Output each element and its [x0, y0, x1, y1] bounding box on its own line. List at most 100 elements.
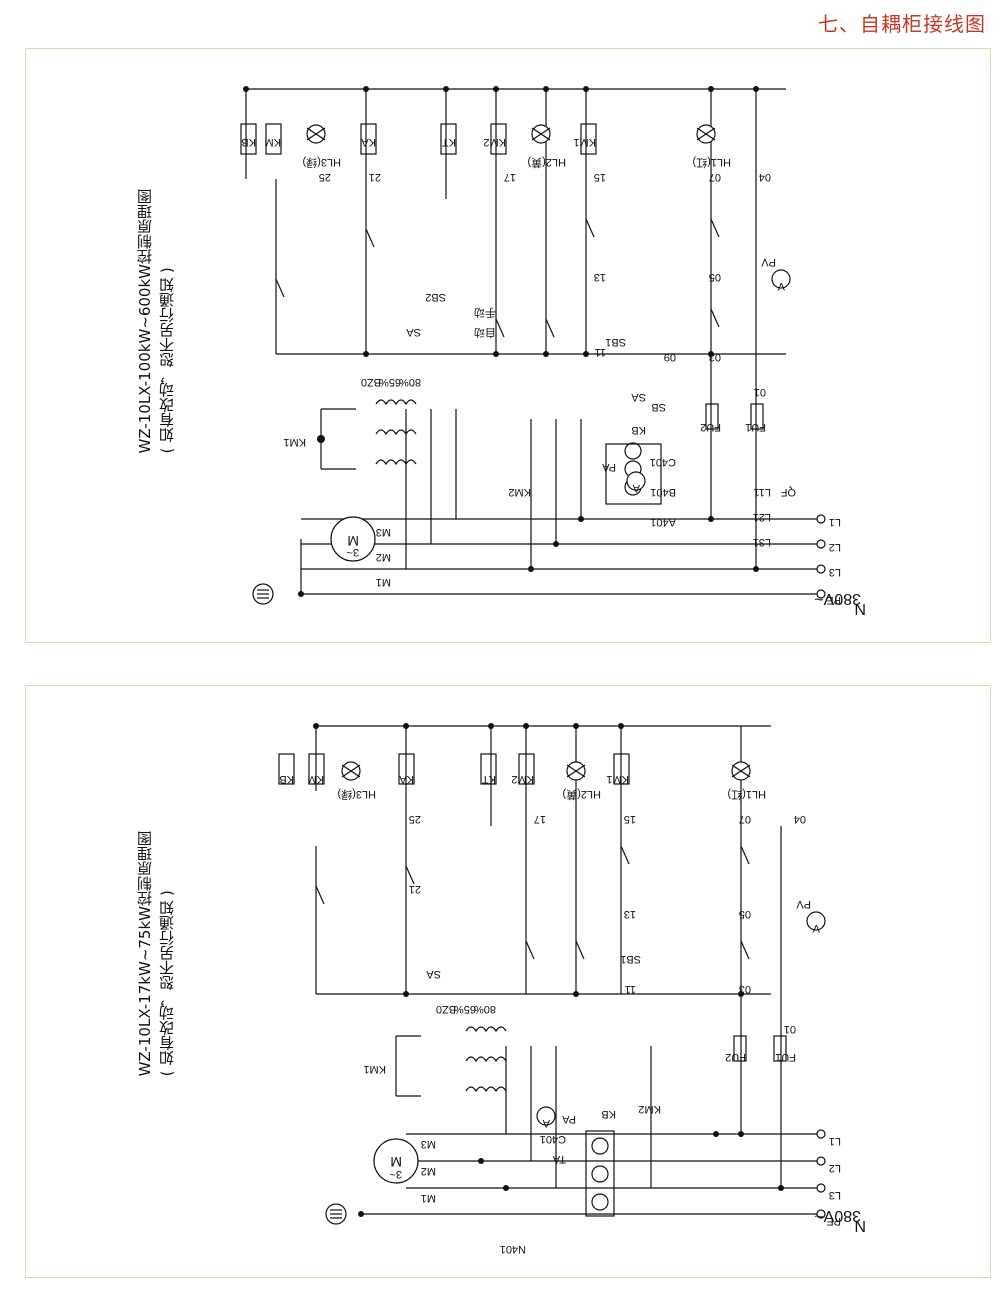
relay-label: KB — [241, 136, 256, 148]
wire-number: 05 — [739, 908, 751, 920]
autotransformer-tap: 80% — [474, 1003, 496, 1015]
relay-label: KB — [279, 773, 294, 785]
motor-symbol: M — [347, 533, 359, 549]
ct-label: C401 — [540, 1133, 566, 1145]
selector-mode: 手动 — [474, 306, 496, 320]
motor-symbol: M — [390, 1154, 402, 1170]
wire-number: 11 — [625, 983, 636, 995]
wire-number: 07 — [709, 171, 721, 183]
diagram-panel-large: 380V~ N L1 L2 L3 PE QF L11 L21 L31 M 3~ … — [25, 48, 991, 643]
wire-number: 01 — [754, 386, 766, 398]
wire-number: 03 — [739, 983, 751, 995]
caption-title: WZ-10LX-17kW~75kW控制原理图 — [136, 831, 154, 1077]
wire-number: 07 — [739, 813, 751, 825]
ct-label: TA — [552, 1153, 566, 1165]
schematic-large: 380V~ N L1 L2 L3 PE QF L11 L21 L31 M 3~ … — [240, 86, 866, 617]
voltmeter-label: PV — [796, 898, 811, 910]
wire-number: 15 — [624, 813, 636, 825]
button-label: SB — [651, 401, 666, 413]
line-label: L3 — [829, 1189, 841, 1201]
relay-label: KA — [399, 773, 414, 785]
voltmeter-symbol: V — [812, 922, 820, 934]
motor-terminal: M3 — [421, 1138, 436, 1150]
wire-number: 09 — [664, 351, 676, 363]
contactor-label: KM1 — [283, 436, 306, 448]
motor-terminal: M2 — [376, 551, 391, 563]
line-label: PE — [826, 594, 841, 606]
ct-label: C401 — [650, 456, 676, 468]
voltmeter-icon — [771, 269, 791, 289]
autotransformer-tap: 65% — [454, 1003, 476, 1015]
caption-note: ( 如有改动，恕不另行通知 ) — [158, 267, 176, 454]
relay-label: KM1 — [573, 136, 596, 148]
motor-icon — [373, 1138, 419, 1184]
breaker-terminal: L21 — [753, 511, 771, 523]
ct-label: KB — [631, 424, 646, 436]
relay-label: KM2 — [483, 136, 506, 148]
wire-number: 11 — [595, 346, 606, 358]
selector-label: SA — [631, 391, 646, 403]
ammeter-label: PA — [601, 461, 616, 473]
line-label: L3 — [829, 566, 841, 578]
relay-label: KM1 — [606, 773, 629, 785]
selector-mode: 自动 — [474, 326, 496, 339]
fuse-label: FU1 — [775, 1051, 796, 1063]
line-label: L2 — [829, 1162, 841, 1174]
ct-label: N401 — [500, 1243, 526, 1255]
lamp-label: HL2(黄) — [562, 788, 601, 802]
ct-label: B401 — [650, 486, 676, 498]
contactor-label: KM2 — [638, 1103, 661, 1115]
voltmeter-icon — [806, 911, 826, 931]
wire-number: 13 — [594, 271, 606, 283]
lamp-label: HL1(红) — [692, 156, 731, 169]
autotransformer-tap: 80% — [399, 376, 421, 388]
ct-label: KB — [601, 1108, 616, 1120]
wire-number: 25 — [319, 171, 331, 183]
relay-label: KT — [482, 773, 496, 785]
voltmeter-label: PV — [761, 256, 776, 268]
autotransformer-tap: BZ0 — [436, 1003, 456, 1015]
breaker-label: QF — [780, 486, 796, 498]
ammeter-icon — [626, 471, 646, 491]
page-title: 七、自耦柜接线图 — [818, 12, 986, 36]
ammeter-icon — [536, 1106, 556, 1126]
supply-voltage: 380V~ — [814, 590, 861, 607]
breaker-terminal: L31 — [753, 536, 771, 548]
ground-icon — [252, 583, 274, 605]
line-label: L2 — [829, 541, 841, 553]
contactor-label: KM1 — [363, 1063, 386, 1075]
relay-label: KM2 — [511, 773, 534, 785]
caption-title: WZ-10LX-100kW~600kW控制原理图 — [136, 189, 154, 454]
ct-label: A401 — [650, 516, 676, 528]
motor-terminal: M1 — [376, 576, 391, 588]
voltmeter-symbol: V — [777, 280, 785, 292]
selector-label: SA — [406, 326, 421, 338]
relay-label: KM — [265, 136, 282, 148]
supply-voltage: 380V~ — [814, 1207, 861, 1224]
wire-number: 03 — [709, 351, 721, 363]
button-label: SB1 — [620, 953, 641, 965]
ground-icon — [325, 1203, 347, 1225]
fuse-label: FU1 — [745, 421, 766, 433]
motor-terminal: M3 — [376, 526, 391, 538]
fuse-label: FU2 — [725, 1051, 746, 1063]
wire-number: 05 — [709, 271, 721, 283]
caption-large: WZ-10LX-100kW~600kW控制原理图 ( 如有改动，恕不另行通知 ) — [134, 189, 178, 454]
wire-number: 21 — [369, 171, 381, 183]
lamp-label: HL3(绿) — [302, 156, 341, 170]
wire-number: 04 — [759, 171, 771, 183]
motor-phase: 3~ — [389, 1168, 402, 1180]
motor-phase: 3~ — [346, 546, 359, 558]
schematic-small: 380V~ N L1 L2 L3 PE M 3~ M3 M2 M1 80% 65… — [278, 723, 866, 1255]
ammeter-symbol: A — [632, 482, 640, 494]
neutral-label: N — [854, 1217, 866, 1234]
caption-note: ( 如有改动，恕不另行通知 ) — [158, 890, 176, 1077]
selector-label: SA — [426, 968, 441, 980]
fuse-label: FU2 — [700, 421, 721, 433]
breaker-terminal: L11 — [753, 486, 771, 498]
lamp-label: HL2(黄) — [527, 156, 566, 170]
line-label: L1 — [829, 516, 841, 528]
neutral-label: N — [854, 600, 866, 617]
relay-label: KM — [308, 773, 325, 785]
motor-icon — [330, 516, 376, 562]
